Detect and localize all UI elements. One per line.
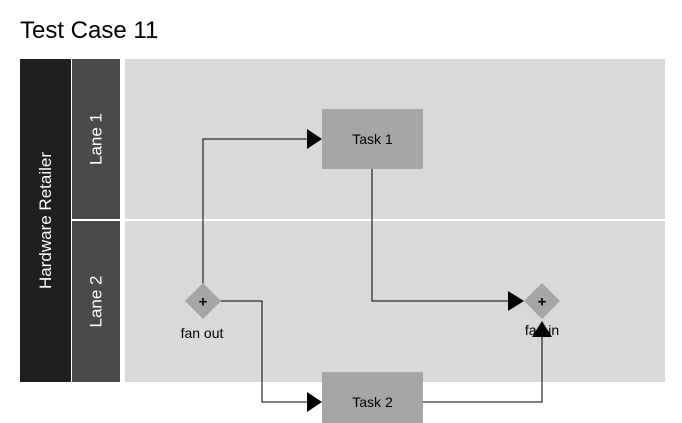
lane-1-header (72, 59, 120, 219)
arrowhead-icon (307, 129, 322, 149)
diagram-title: Test Case 11 (20, 17, 159, 44)
task-2[interactable]: Task 2 (322, 372, 423, 423)
pool-header (20, 59, 71, 382)
pool-hardware-retailer: Hardware Retailer (20, 59, 71, 382)
task-2-box[interactable] (322, 372, 423, 423)
flow-task2-to-fanin (423, 336, 543, 403)
lane-2-header (72, 221, 120, 382)
arrowhead-icon (532, 321, 552, 337)
gateway-fan-out-diamond[interactable] (185, 283, 221, 319)
flow-fanout-to-task2 (219, 300, 310, 403)
flow-fanout-to-task1 (202, 138, 310, 288)
task-1-label: Task 1 (352, 131, 393, 147)
task-1[interactable]: Task 1 (322, 109, 423, 169)
task-1-box[interactable] (322, 109, 423, 169)
lane-2-label: Lane 2 (87, 276, 106, 328)
task-2-label: Task 2 (352, 394, 393, 410)
gateway-fan-in-diamond[interactable] (524, 283, 560, 319)
flow-task1-to-fanin (371, 169, 509, 302)
pool-label: Hardware Retailer (36, 152, 55, 289)
gateway-fan-out-label: fan out (181, 325, 224, 341)
arrowhead-icon (307, 392, 322, 412)
arrowhead-icon (508, 291, 524, 311)
parallel-plus-icon: + (199, 294, 208, 311)
lane-1-label: Lane 1 (87, 113, 106, 165)
gateway-fan-out[interactable]: + fan out (181, 283, 224, 341)
lane-2: Lane 2 (72, 221, 665, 382)
parallel-plus-icon: + (538, 294, 547, 311)
